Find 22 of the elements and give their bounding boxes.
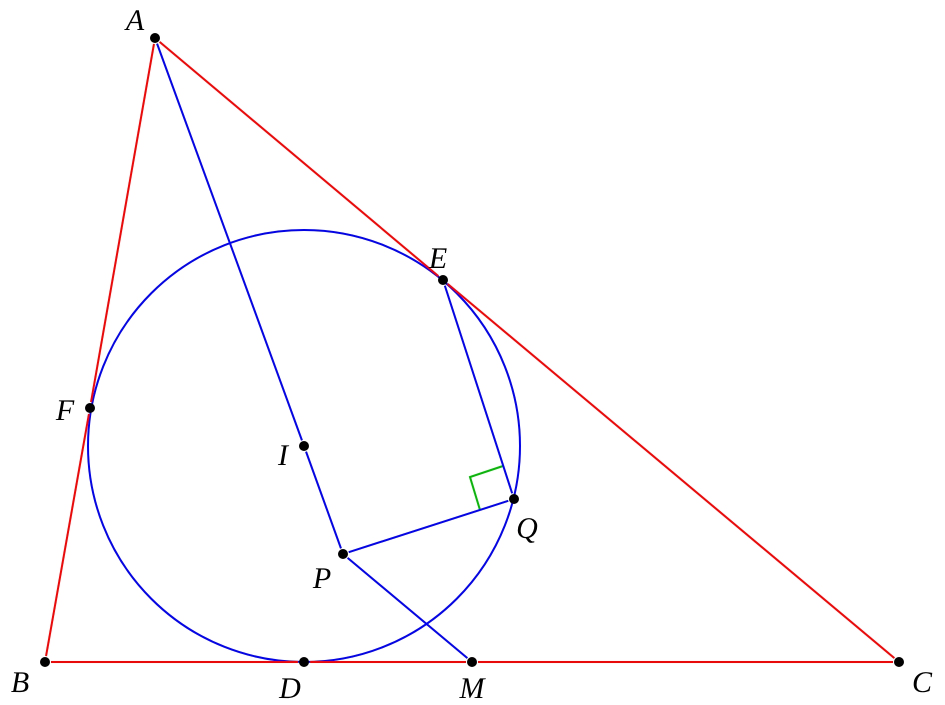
line-segment <box>156 43 303 441</box>
point-label: Q <box>516 512 538 545</box>
line-segment <box>305 451 342 549</box>
point-label: M <box>460 672 484 705</box>
point-label: P <box>312 562 332 595</box>
point-label: E <box>428 242 448 275</box>
point-label: D <box>279 672 301 705</box>
line-segment <box>45 414 90 656</box>
point-label: I <box>278 439 288 472</box>
point-label: C <box>912 666 932 699</box>
line-segment <box>348 500 509 554</box>
point-label: B <box>10 666 30 699</box>
line-segment <box>346 557 468 659</box>
line-segment <box>51 661 298 663</box>
line-segment <box>446 283 896 659</box>
line-segment <box>310 661 466 663</box>
point-label: A <box>126 4 144 37</box>
line-segment <box>444 285 514 494</box>
line-segment <box>90 44 155 402</box>
line-segment <box>478 661 893 663</box>
point-label: F <box>56 394 74 427</box>
line-segment <box>158 41 440 277</box>
